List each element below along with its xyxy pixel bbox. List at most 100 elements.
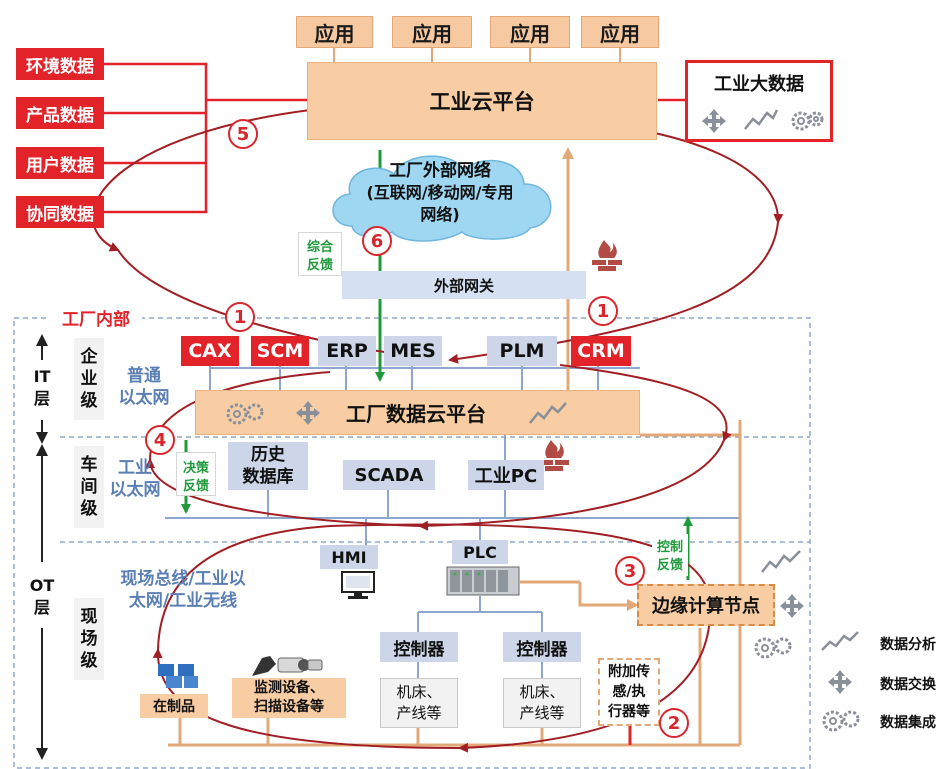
legend-label-analysis: 数据分析 (880, 637, 936, 653)
industrial-ethernet-line-2: 以太网 (109, 480, 161, 500)
enterprise-level-label: 企 业 级 (74, 338, 104, 420)
factory-cloud-title: 工厂数据云平台 (346, 402, 486, 426)
field-char-1: 现 (80, 607, 98, 627)
user-data-label: 用户数据 (16, 147, 104, 179)
it-layer-label: IT 层 (24, 360, 60, 416)
ot-layer-line-2: 层 (33, 598, 50, 617)
sensor-line-3: 行器等 (608, 704, 650, 720)
step-circle-4: 4 (145, 425, 175, 455)
feedback-line-2: 反馈 (306, 257, 333, 273)
plc-label: PLC (452, 540, 508, 564)
monitoring-line-2: 扫描设备等 (254, 699, 324, 715)
camera-scanner-icon (252, 656, 323, 676)
chart-icon (821, 631, 859, 651)
gears-icon (791, 111, 824, 131)
enterprise-char-1: 企 (80, 347, 98, 367)
machine-1-line-2: 产线等 (396, 704, 442, 722)
app-box: 应用 (296, 16, 373, 48)
chart-icon (529, 402, 567, 424)
exchange-icon (296, 401, 320, 425)
external-network-desc: (互联网/移动网/专用 (366, 183, 514, 202)
enterprise-char-2: 业 (80, 369, 98, 389)
chart-icon (761, 550, 801, 573)
plm-system: PLM (487, 336, 557, 366)
it-layer-line-1: IT (33, 367, 51, 386)
sensor-actuator-box: 附加传 感/执 行器等 (598, 658, 660, 726)
app-box: 应用 (581, 16, 659, 48)
scm-system: SCM (251, 336, 309, 366)
control-feedback-line-1: 控制 (656, 539, 683, 555)
exchange-icon (828, 670, 852, 694)
step-circle-5: 5 (228, 119, 258, 149)
mes-system: MES (384, 336, 442, 366)
step-circle-1-left: 1 (225, 302, 255, 332)
control-feedback-label: 控制 反馈 (652, 534, 688, 576)
app-box: 应用 (392, 16, 472, 48)
ethernet-line-1: 普通 (127, 366, 161, 386)
decision-feedback-label: 决策 反馈 (176, 452, 216, 496)
workshop-level-label: 车 间 级 (74, 446, 104, 528)
machine-box-2: 机床、 产线等 (503, 678, 581, 728)
workshop-char-2: 间 (80, 477, 98, 497)
controller-2: 控制器 (503, 632, 581, 662)
fieldbus-label: 现场总线/工业以 太网/工业无线 (104, 566, 262, 614)
history-db-line-1: 历史 (251, 445, 285, 465)
comprehensive-feedback-label: 综合 反馈 (298, 232, 342, 276)
step-circle-2: 2 (659, 708, 689, 738)
field-char-3: 级 (80, 651, 98, 671)
decision-feedback-line-2: 反馈 (182, 478, 209, 494)
legend-label-integration: 数据集成 (880, 715, 936, 731)
plc-device-icon (446, 566, 520, 596)
feedback-line-1: 综合 (306, 239, 333, 255)
scada-system: SCADA (343, 460, 435, 490)
firewall-icon (592, 240, 622, 271)
monitor-icon (341, 571, 375, 599)
big-data-title: 工业大数据 (714, 74, 804, 95)
sensor-line-2: 感/执 (612, 684, 646, 700)
monitoring-equipment-box: 监测设备、 扫描设备等 (232, 678, 346, 718)
fieldbus-line-2: 太网/工业无线 (128, 591, 238, 611)
field-char-2: 场 (80, 629, 98, 649)
industrial-cloud-platform: 工业云平台 (307, 62, 657, 140)
erp-system: ERP (318, 336, 376, 366)
ethernet-label: 普通 以太网 (112, 364, 176, 410)
sensor-line-1: 附加传 (608, 664, 650, 680)
fieldbus-line-1: 现场总线/工业以 (120, 569, 246, 589)
hmi-label: HMI (320, 545, 378, 569)
edge-computing-node: 边缘计算节点 (637, 584, 775, 626)
industrial-pc: 工业PC (468, 460, 544, 490)
ot-layer-line-1: OT (29, 576, 55, 595)
external-network-desc-2: 网络) (420, 205, 460, 224)
controller-1: 控制器 (380, 632, 458, 662)
collab-data-label: 协同数据 (16, 196, 104, 228)
gears-icon (226, 403, 264, 425)
firewall-icon (539, 440, 569, 471)
env-data-label: 环境数据 (16, 48, 104, 80)
external-network-cloud (332, 155, 552, 242)
industrial-ethernet-label: 工业 以太网 (100, 456, 170, 502)
machine-1-line-1: 机床、 (396, 683, 442, 701)
product-data-label: 产品数据 (16, 97, 104, 129)
external-gateway: 外部网关 (342, 271, 586, 299)
factory-data-cloud-platform: 工厂数据云平台 (195, 390, 640, 435)
app-box: 应用 (490, 16, 570, 48)
history-db-line-2: 数据库 (242, 467, 294, 487)
chart-icon (744, 109, 779, 130)
control-feedback-line-2: 反馈 (656, 557, 683, 573)
workshop-char-3: 级 (80, 499, 98, 519)
machine-2-line-2: 产线等 (519, 704, 565, 722)
factory-inside-label: 工厂内部 (50, 304, 142, 330)
step-circle-1-right: 1 (588, 296, 618, 326)
gears-icon (754, 637, 792, 659)
step-circle-6: 6 (362, 226, 392, 256)
machine-box-1: 机床、 产线等 (380, 678, 458, 728)
gears-icon (822, 710, 860, 732)
history-database: 历史 数据库 (228, 442, 308, 490)
external-network-title: 工厂外部网络 (389, 160, 491, 181)
industrial-ethernet-line-1: 工业 (118, 458, 152, 478)
machine-2-line-1: 机床、 (519, 683, 565, 701)
ot-layer-label: OT 层 (22, 568, 62, 626)
wip-label: 在制品 (140, 694, 208, 718)
field-level-label: 现 场 级 (74, 598, 104, 680)
step-circle-3: 3 (615, 556, 645, 586)
